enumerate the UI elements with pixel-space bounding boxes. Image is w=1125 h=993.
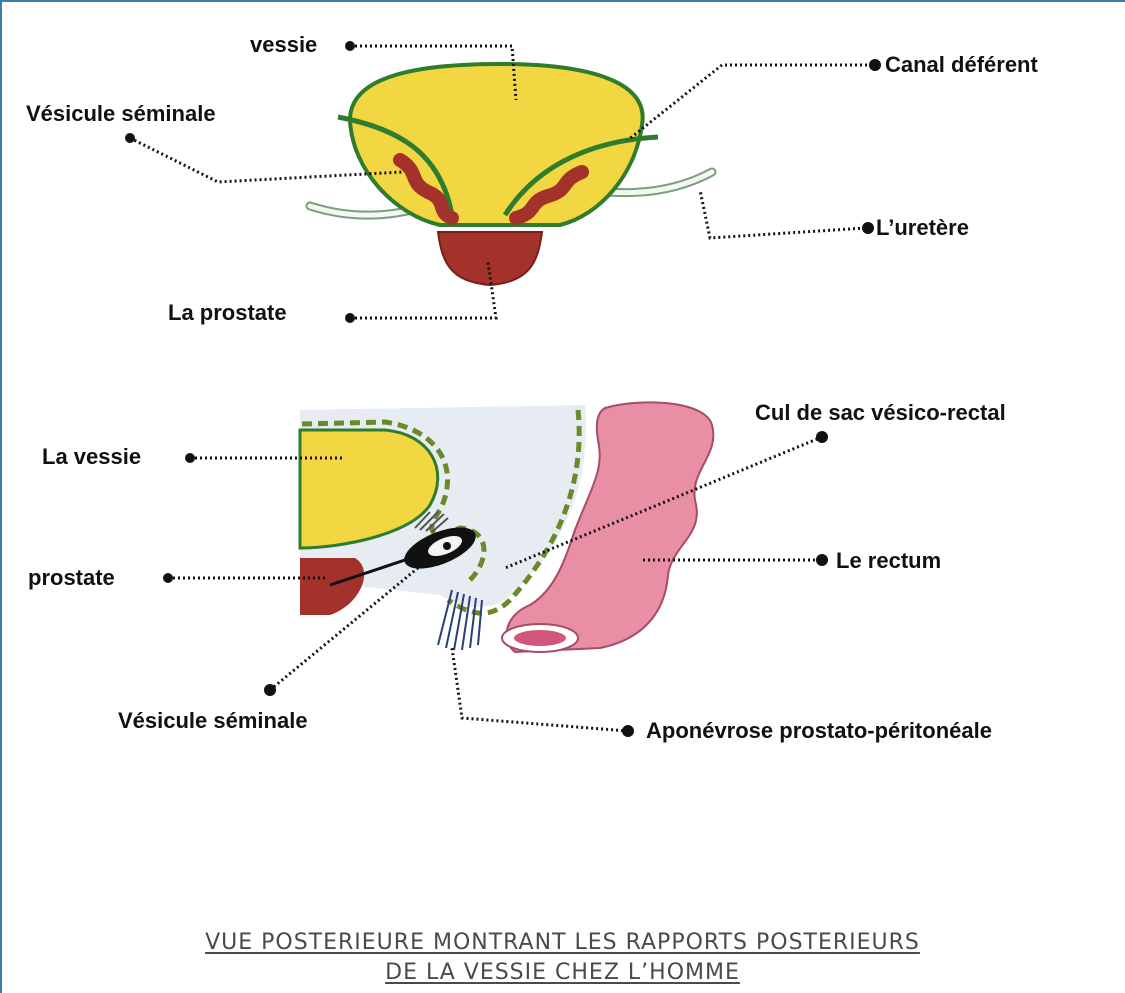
dot-canal-deferent — [869, 59, 881, 71]
label-uretere: L’uretère — [876, 215, 969, 241]
label-cul-de-sac: Cul de sac vésico-rectal — [755, 400, 1006, 426]
caption-line-2-text: DE LA VESSIE CHEZ L’HOMME — [385, 960, 740, 985]
label-la-prostate: La prostate — [168, 300, 287, 326]
dot-vesicule-seminale — [125, 133, 135, 143]
bottom-figure — [163, 402, 828, 737]
label-vesicule-seminale-top: Vésicule séminale — [26, 101, 216, 127]
caption-line-2: DE LA VESSIE CHEZ L’HOMME — [0, 960, 1125, 985]
label-la-vessie: La vessie — [42, 444, 141, 470]
dot-prostate — [345, 313, 355, 323]
prostate-top — [438, 232, 542, 285]
leader-canal-deferent — [628, 65, 872, 140]
caption-line-1-text: VUE POSTERIEURE MONTRANT LES RAPPORTS PO… — [205, 930, 920, 955]
top-figure — [125, 41, 881, 323]
dot-cul-de-sac — [816, 431, 828, 443]
dot-aponevrose — [622, 725, 634, 737]
leader-aponevrose — [452, 648, 628, 731]
dot-vessie — [345, 41, 355, 51]
dot-prostate-bottom — [163, 573, 173, 583]
rectum-mucosa — [514, 630, 566, 646]
label-canal-deferent: Canal déférent — [885, 52, 1038, 78]
dot-rectum — [816, 554, 828, 566]
leader-uretere — [700, 190, 865, 238]
label-vessie: vessie — [250, 32, 317, 58]
dot-la-vessie — [185, 453, 195, 463]
prostate-sagittal — [300, 558, 364, 615]
label-prostate-bottom: prostate — [28, 565, 115, 591]
label-aponevrose: Aponévrose prostato-péritonéale — [646, 718, 992, 744]
dot-vesicule-bottom — [264, 684, 276, 696]
label-le-rectum: Le rectum — [836, 548, 941, 574]
dot-uretere — [862, 222, 874, 234]
caption-line-1: VUE POSTERIEURE MONTRANT LES RAPPORTS PO… — [0, 930, 1125, 955]
seminal-vesicle-lumen — [443, 542, 451, 550]
label-vesicule-seminale-bottom: Vésicule séminale — [118, 708, 308, 734]
